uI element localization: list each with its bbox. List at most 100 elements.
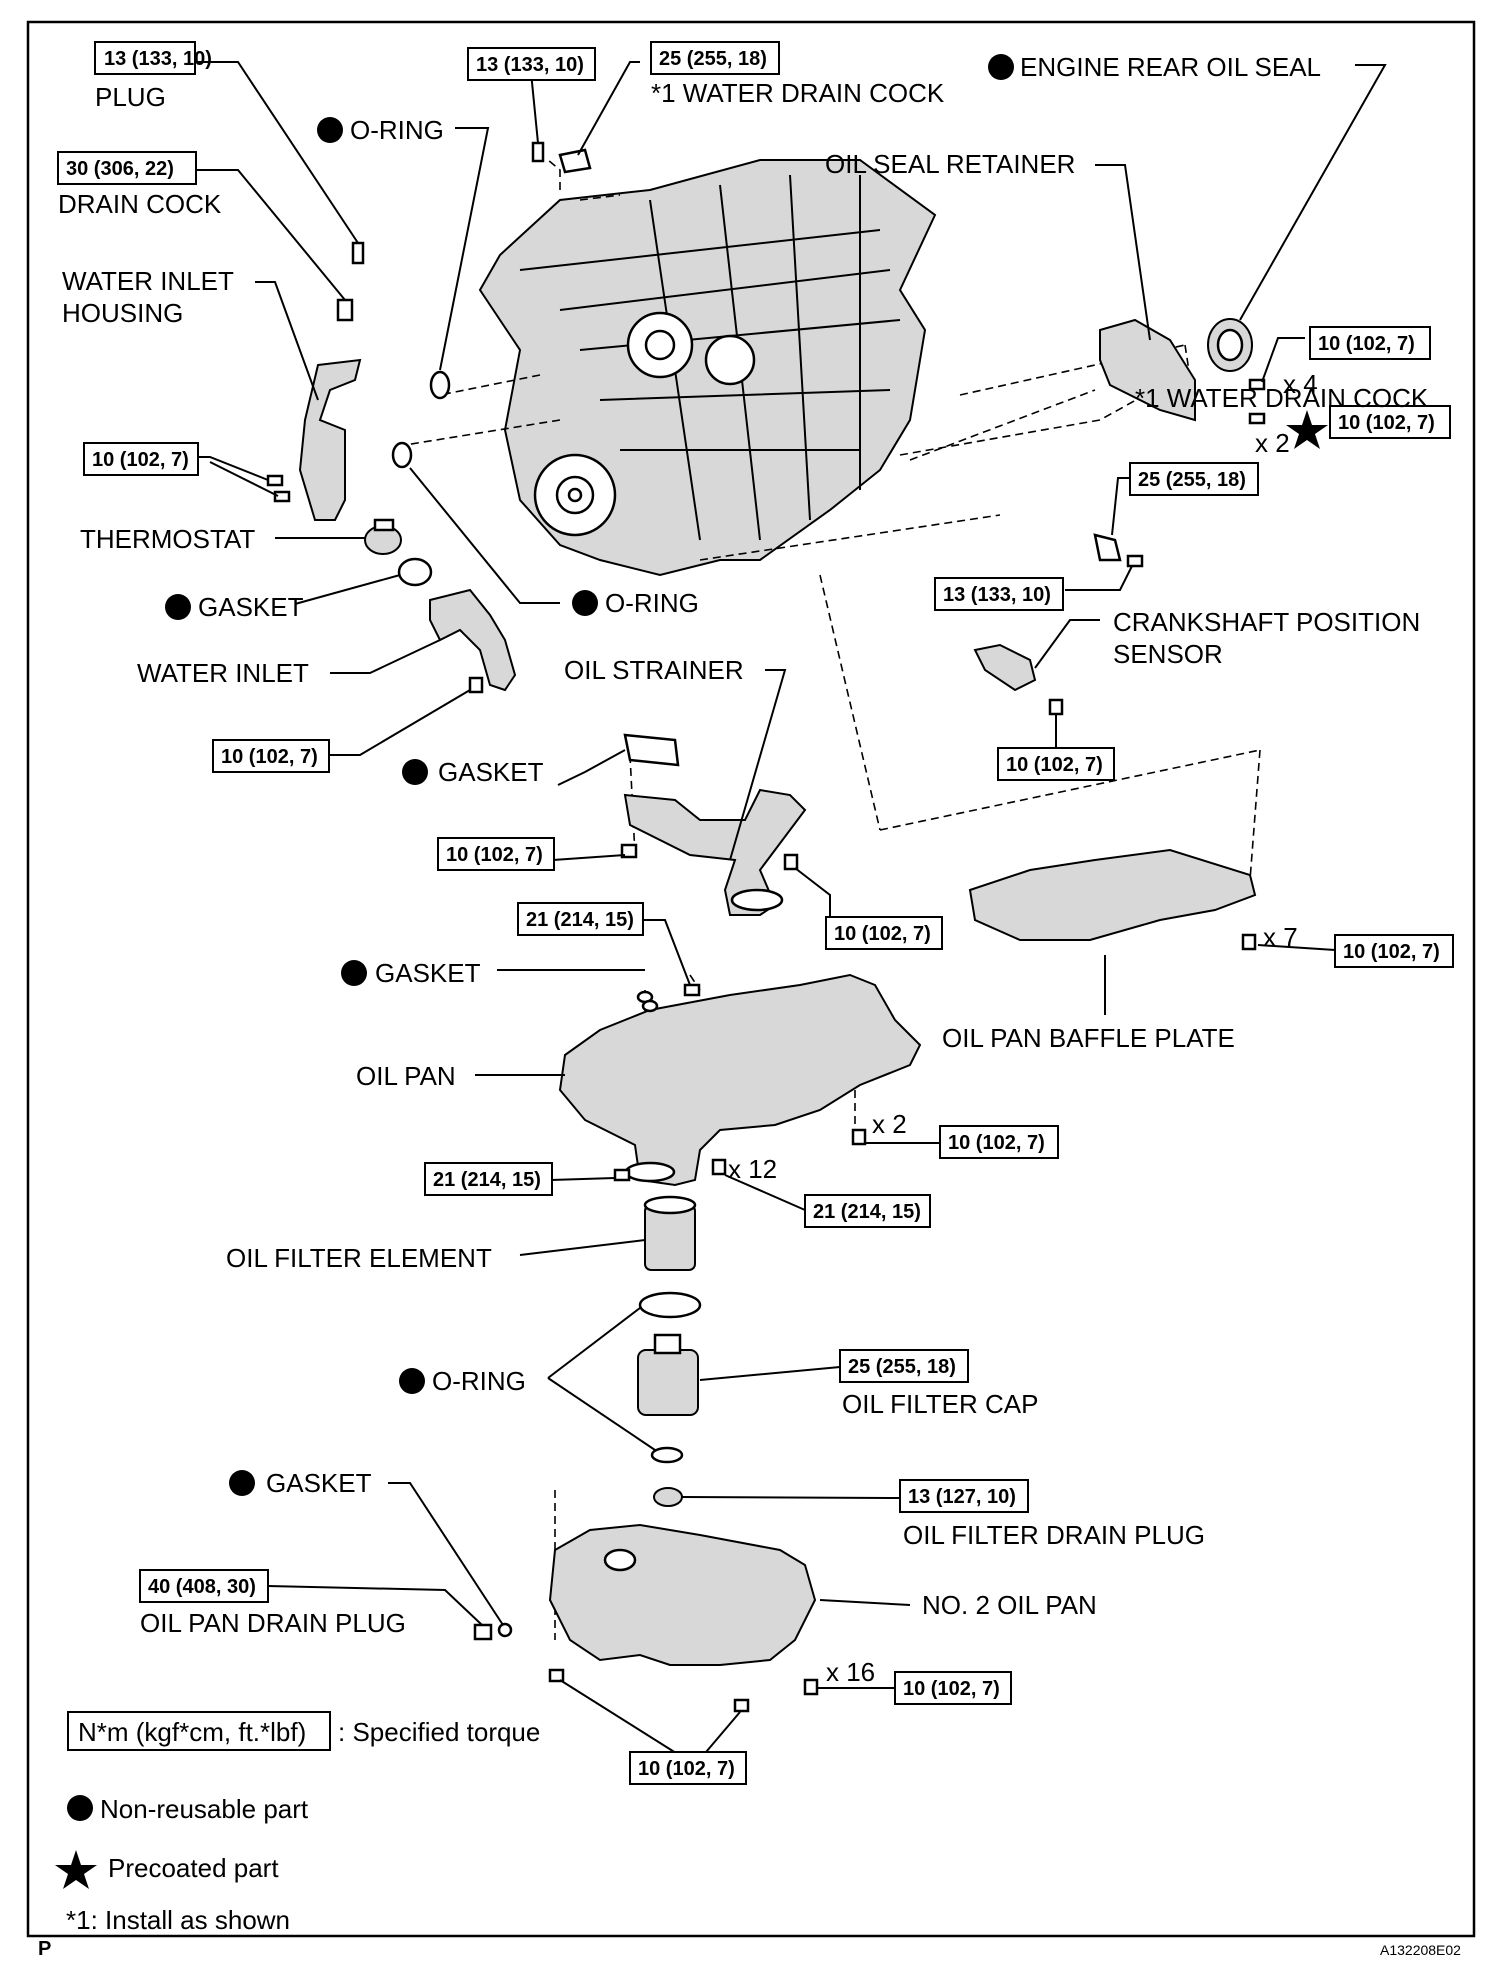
precoated-mark-icon (1286, 410, 1328, 449)
precoated-legend-icon (55, 1850, 97, 1889)
strainer-gasket-part (623, 733, 680, 767)
qty-x7: x 7 (1263, 922, 1298, 952)
gasket-water-part (397, 557, 433, 587)
retainer-bolts (1248, 378, 1266, 425)
torque-top-plug: 13 (133, 10) (467, 47, 596, 81)
legend-torque-box-text: N*m (kgf*cm, ft.*lbf) (78, 1717, 306, 1747)
torque-drain-cock: 30 (306, 22) (57, 151, 197, 185)
svg-text:13 (133, 10): 13 (133, 10) (476, 54, 584, 76)
no2-pan-nuts (548, 1668, 750, 1713)
right-drain-cock-part (1093, 533, 1144, 568)
o-ring-mid-part (391, 441, 413, 469)
torque-pan-drain-plug: 40 (408, 30) (139, 1569, 269, 1603)
top-drain-cock-part (558, 148, 592, 174)
non-reusable-mark-icon (341, 960, 367, 986)
svg-text:21 (214, 15): 21 (214, 15) (526, 909, 634, 931)
label-no2-oil-pan: NO. 2 OIL PAN (922, 1590, 1097, 1620)
oil-pan-baffle-plate-part (968, 848, 1257, 941)
torque-right-drain-cock: 25 (255, 18) (1129, 462, 1259, 496)
svg-text:10 (102, 7): 10 (102, 7) (1343, 941, 1440, 963)
label-gasket-4: GASKET (266, 1468, 372, 1498)
leader-lines (195, 61, 1387, 1766)
torque-pan-nut-top: 21 (214, 15) (517, 902, 644, 936)
svg-text:40 (408, 30): 40 (408, 30) (148, 1576, 256, 1598)
label-gasket-2: GASKET (438, 757, 544, 787)
torque-housing-bolt: 10 (102, 7) (83, 442, 199, 476)
non-reusable-mark-icon (988, 54, 1014, 80)
water-inlet-bolt (468, 676, 484, 694)
torque-strainer-nut: 10 (102, 7) (437, 837, 555, 871)
svg-text:21 (214, 15): 21 (214, 15) (433, 1169, 541, 1191)
crankshaft-sensor-part (973, 643, 1037, 692)
oil-strainer-part (623, 788, 807, 916)
svg-text:10 (102, 7): 10 (102, 7) (638, 1758, 735, 1780)
torque-no2-pan-bolt: 10 (102, 7) (894, 1671, 1012, 1705)
torque-sensor-bolt: 10 (102, 7) (997, 747, 1115, 781)
non-reusable-mark-icon (165, 594, 191, 620)
svg-text:13 (133, 10): 13 (133, 10) (104, 48, 212, 70)
baffle-bolt (1241, 933, 1257, 951)
oil-filter-drain-plug-part (653, 1487, 683, 1507)
sensor-bolt (1048, 698, 1064, 716)
torque-right-plug: 13 (133, 10) (934, 577, 1064, 611)
label-oil-pan-baffle-plate: OIL PAN BAFFLE PLATE (942, 1023, 1235, 1053)
oil-pan-drain-plug-part (473, 1622, 513, 1641)
torque-no2-pan-nut: 10 (102, 7) (629, 1751, 747, 1785)
label-oil-pan-drain-plug: OIL PAN DRAIN PLUG (140, 1608, 406, 1638)
torque-filter-drain-plug: 13 (127, 10) (899, 1479, 1029, 1513)
strainer-bolt (783, 853, 799, 871)
label-water-inlet: WATER INLET (137, 658, 309, 688)
label-gasket-3: GASKET (375, 958, 481, 988)
strainer-nut (620, 843, 638, 859)
svg-text:21 (214, 15): 21 (214, 15) (813, 1201, 921, 1223)
label-oil-strainer: OIL STRAINER (564, 655, 744, 685)
legend-torque-desc: : Specified torque (338, 1717, 540, 1747)
non-reusable-mark-icon (572, 590, 598, 616)
legend-precoated: Precoated part (108, 1853, 279, 1883)
top-plug-part (531, 141, 545, 163)
svg-text:25 (255, 18): 25 (255, 18) (1138, 469, 1246, 491)
svg-text:30 (306, 22): 30 (306, 22) (66, 158, 174, 180)
pan-gasket (636, 990, 659, 1013)
label-oil-pan: OIL PAN (356, 1061, 456, 1091)
no2-oil-pan-part (548, 1523, 817, 1666)
non-reusable-mark-icon (317, 117, 343, 143)
drain-cock-part (336, 298, 354, 322)
oil-filter-cap-part (637, 1333, 699, 1416)
svg-text:13 (127, 10): 13 (127, 10) (908, 1486, 1016, 1508)
water-inlet-part (429, 588, 517, 692)
label-oil-filter-drain-plug: OIL FILTER DRAIN PLUG (903, 1520, 1205, 1550)
torque-top-drain-cock: 25 (255, 18) (650, 41, 780, 75)
label-water-drain-cock-right: *1 WATER DRAIN COCK (1135, 383, 1429, 413)
oil-seal-retainer-part (1099, 318, 1196, 422)
svg-text:25 (255, 18): 25 (255, 18) (848, 1356, 956, 1378)
label-plug: PLUG (95, 82, 166, 112)
qty-x2-pan: x 2 (872, 1109, 907, 1139)
svg-text:10 (102, 7): 10 (102, 7) (446, 844, 543, 866)
plug-part (351, 241, 365, 265)
label-o-ring-mid: O-RING (605, 588, 699, 618)
qty-x12: x 12 (728, 1154, 777, 1184)
pan-nuts (613, 983, 701, 1182)
non-reusable-mark-icon (399, 1368, 425, 1394)
corner-mark: P (38, 1938, 51, 1960)
legend: N*m (kgf*cm, ft.*lbf) : Specified torque… (55, 1711, 540, 1935)
legend-torque-box (67, 1711, 331, 1751)
label-oil-filter-element: OIL FILTER ELEMENT (226, 1243, 492, 1273)
label-engine-rear-oil-seal: ENGINE REAR OIL SEAL (1020, 52, 1321, 82)
torque-pan-nut-bottom: 21 (214, 15) (424, 1162, 553, 1196)
page-frame (26, 20, 1476, 1938)
torque-pan-bolt-x12: 21 (214, 15) (804, 1194, 931, 1228)
svg-text:10 (102, 7): 10 (102, 7) (948, 1132, 1045, 1154)
torque-pan-bolt-x2: 10 (102, 7) (939, 1125, 1059, 1159)
label-water-inlet-housing-1: WATER INLET (62, 266, 234, 296)
label-drain-cock: DRAIN COCK (58, 189, 222, 219)
label-gasket-1: GASKET (198, 592, 304, 622)
torque-retainer-bolt-b: 10 (102, 7) (1329, 405, 1451, 439)
qty-x4: x 4 (1283, 369, 1318, 399)
torque-filter-cap: 25 (255, 18) (839, 1349, 969, 1383)
torque-plug: 13 (133, 10) (94, 41, 212, 75)
oil-pan-part (558, 973, 922, 1187)
label-o-ring-low: O-RING (432, 1366, 526, 1396)
